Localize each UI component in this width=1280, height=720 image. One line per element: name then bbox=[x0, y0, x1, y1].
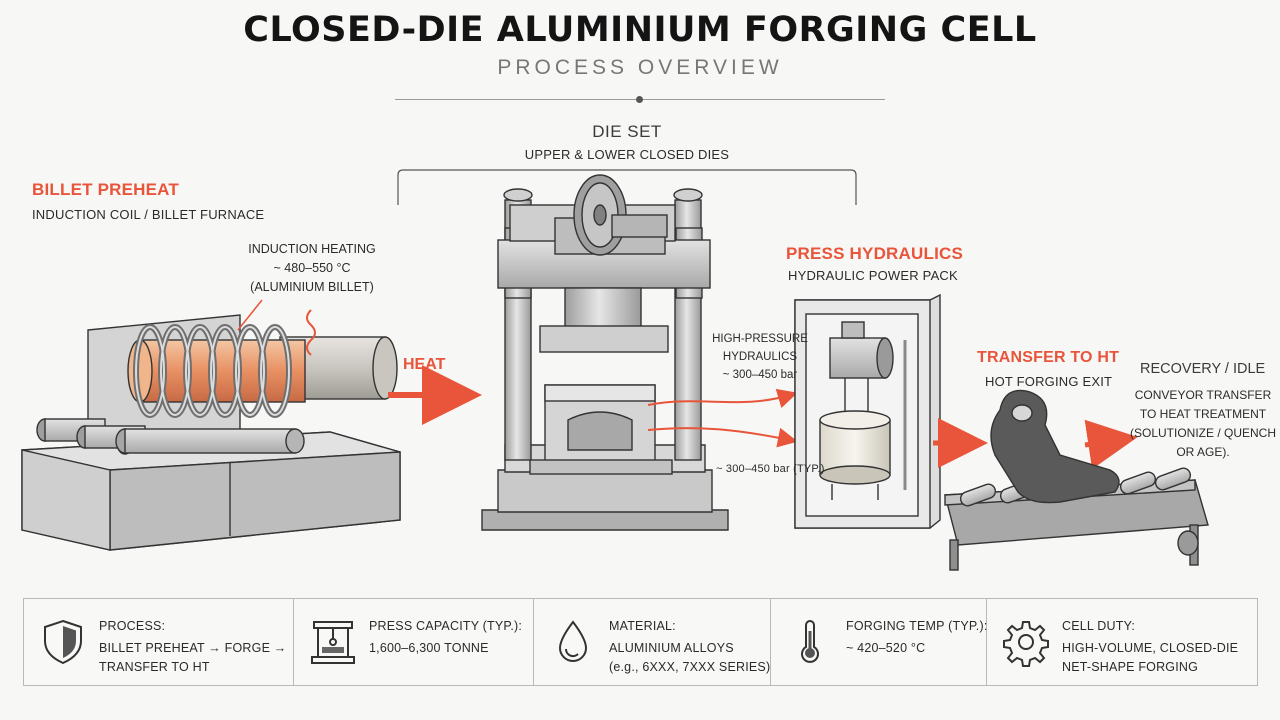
die-set-title: DIE SET bbox=[592, 122, 662, 141]
spec-cell-duty: CELL DUTY: HIGH-VOLUME, CLOSED-DIE NET-S… bbox=[987, 599, 1255, 685]
forging-press bbox=[481, 174, 729, 531]
transfer-subtitle: HOT FORGING EXIT bbox=[985, 374, 1113, 389]
recovery-note: CONVEYOR TRANSFER TO HEAT TREATMENT (SOL… bbox=[1129, 388, 1276, 459]
spec-press-capacity: PRESS CAPACITY (TYP.): 1,600–6,300 TONNE bbox=[294, 599, 534, 685]
hydraulics-subtitle: HYDRAULIC POWER PACK bbox=[788, 268, 958, 283]
pressure-note: ~ 300–450 bar (TYP.) bbox=[716, 463, 825, 475]
spec-process: PROCESS: BILLET PREHEAT → FORGE → TRANSF… bbox=[24, 599, 294, 685]
preheat-leader-line bbox=[237, 299, 263, 331]
hydraulic-power-pack bbox=[794, 293, 941, 529]
recovery-title: RECOVERY / IDLE bbox=[1140, 361, 1266, 377]
droplet-icon bbox=[558, 620, 588, 662]
heat-label: HEAT bbox=[403, 356, 446, 373]
preheat-subtitle: INDUCTION COIL / BILLET FURNACE bbox=[32, 207, 265, 222]
forged-part bbox=[990, 389, 1120, 504]
hydraulic-lines bbox=[647, 388, 798, 448]
die-set-bracket bbox=[397, 169, 857, 205]
press-icon bbox=[311, 621, 355, 664]
die-set-subtitle: UPPER & LOWER CLOSED DIES bbox=[524, 147, 730, 162]
shield-icon bbox=[44, 619, 82, 665]
hydraulics-note: HIGH-PRESSURE HYDRAULICS ~ 300–450 bar bbox=[712, 333, 808, 381]
page-subtitle: PROCESS OVERVIEW bbox=[497, 56, 783, 79]
gear-icon bbox=[1003, 621, 1049, 667]
page-title: CLOSED-DIE ALUMINIUM FORGING CELL bbox=[243, 10, 1037, 50]
process-illustration bbox=[21, 169, 1209, 571]
induction-furnace bbox=[21, 314, 401, 551]
spec-panel: PROCESS: BILLET PREHEAT → FORGE → TRANSF… bbox=[23, 598, 1258, 686]
exit-conveyor bbox=[944, 389, 1209, 571]
preheat-note: INDUCTION HEATING ~ 480–550 °C (ALUMINIU… bbox=[248, 242, 376, 294]
exit-arrow bbox=[1084, 419, 1138, 470]
transfer-title: TRANSFER TO HT bbox=[977, 349, 1120, 366]
spec-forging-temp: FORGING TEMP (TYP.): ~ 420–520 °C bbox=[771, 599, 987, 685]
thermometer-icon bbox=[801, 620, 819, 663]
hydraulics-title: PRESS HYDRAULICS bbox=[786, 244, 964, 263]
heat-wave-icon bbox=[306, 309, 316, 356]
title-divider-dot bbox=[636, 96, 643, 103]
preheat-title: BILLET PREHEAT bbox=[32, 180, 179, 199]
spec-material: MATERIAL: ALUMINIUM ALLOYS (e.g., 6XXX, … bbox=[534, 599, 771, 685]
